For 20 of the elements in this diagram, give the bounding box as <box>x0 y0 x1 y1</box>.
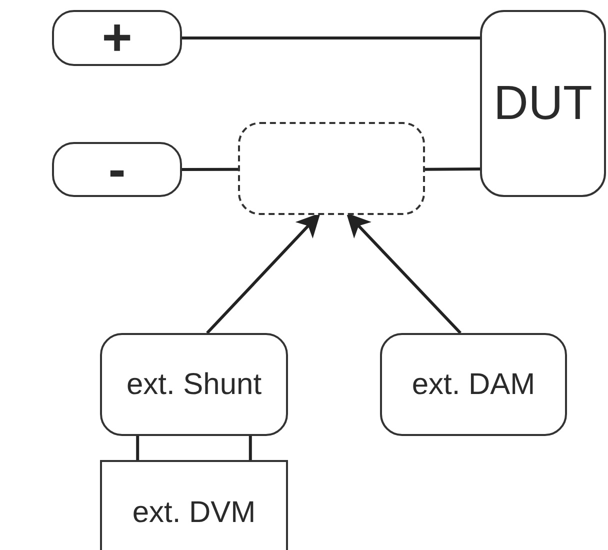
connector-line <box>136 436 140 460</box>
arrow <box>346 212 462 334</box>
arrow <box>206 212 320 334</box>
connector-line <box>248 436 252 460</box>
box-label: ext. Shunt <box>126 367 262 403</box>
connector-line <box>182 168 238 171</box>
placeholder-box <box>238 122 425 215</box>
device-box <box>480 10 606 197</box>
connector-line <box>424 167 480 171</box>
dvm-box <box>100 460 288 550</box>
shunt-box <box>100 333 288 436</box>
dam-box <box>380 333 567 436</box>
box-label: ext. DVM <box>132 495 256 531</box>
box-label: + <box>102 12 132 64</box>
connector-line <box>182 36 480 40</box>
terminal-box <box>52 10 182 66</box>
box-label: - <box>108 144 126 196</box>
terminal-box <box>52 142 182 197</box>
box-label: DUT <box>494 76 592 132</box>
box-label: ext. DAM <box>412 367 536 403</box>
